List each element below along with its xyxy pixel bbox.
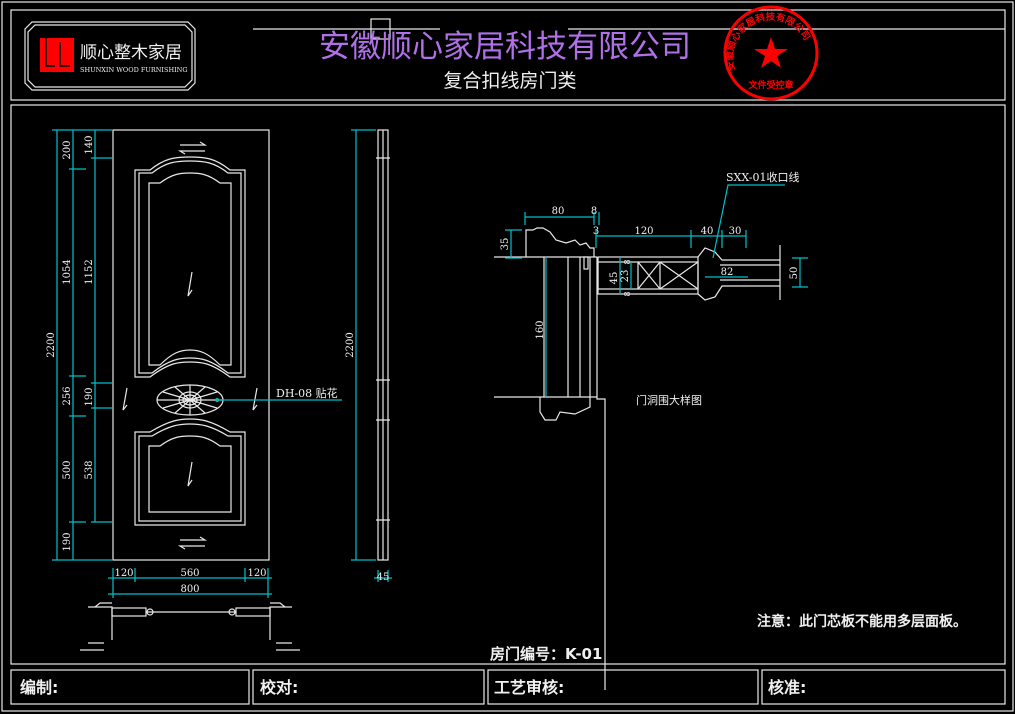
- drawing-frame: [10, 104, 1006, 665]
- svg-text:30: 30: [729, 226, 742, 237]
- applique-label: DH-08 贴花: [276, 386, 338, 400]
- detail-caption: 门洞围大样图: [636, 393, 702, 407]
- left-dimensions: 2200 200 1054 256 500 190 140 1152 190 5…: [46, 129, 112, 561]
- drawing-subtitle: 复合扣线房门类: [443, 70, 576, 92]
- footer-prepared-by: 编制:: [20, 678, 58, 697]
- svg-text:2200: 2200: [345, 332, 356, 357]
- footer-approved-by: 核准:: [768, 678, 806, 697]
- svg-text:文件受控章: 文件受控章: [747, 79, 793, 91]
- svg-text:80: 80: [552, 206, 565, 217]
- header-frame: [10, 9, 1006, 101]
- svg-text:1152: 1152: [84, 259, 95, 284]
- trim-leader: [712, 184, 785, 259]
- svg-text:160: 160: [535, 320, 546, 339]
- svg-text:500: 500: [62, 460, 73, 479]
- svg-text:8: 8: [623, 291, 632, 296]
- company-stamp: 安徽顺心家居科技有限公司 文件受控章: [723, 5, 819, 101]
- star-icon: [754, 37, 788, 68]
- svg-text:8: 8: [623, 259, 632, 264]
- svg-text:50: 50: [789, 267, 800, 280]
- svg-text:560: 560: [180, 568, 199, 579]
- svg-text:120: 120: [114, 568, 133, 579]
- svg-text:40: 40: [701, 226, 714, 237]
- svg-text:120: 120: [634, 226, 653, 237]
- svg-text:8: 8: [591, 206, 597, 217]
- svg-text:45: 45: [609, 272, 620, 285]
- rosette-applique: [156, 384, 224, 416]
- warning-note: 注意：此门芯板不能用多层面板。: [757, 613, 967, 630]
- svg-text:35: 35: [500, 238, 511, 251]
- svg-text:140: 140: [84, 135, 95, 154]
- frame-detail: 160 80 8 3 120 40 30 35 45 23 8 8 82 50 …: [494, 170, 808, 690]
- door-side-view: 2200 45: [345, 129, 392, 583]
- svg-text:1054: 1054: [62, 259, 73, 284]
- door-plan-section: [80, 602, 300, 651]
- svg-text:120: 120: [247, 568, 266, 579]
- svg-text:23: 23: [620, 270, 631, 283]
- logo-mark: [40, 38, 74, 72]
- door-front-view: [112, 129, 270, 561]
- svg-text:256: 256: [62, 386, 73, 405]
- svg-text:190: 190: [84, 387, 95, 406]
- footer-process-review: 工艺审核:: [494, 678, 564, 697]
- svg-text:800: 800: [180, 584, 199, 595]
- svg-text:190: 190: [62, 532, 73, 551]
- bottom-dimensions: 120 560 120 800: [108, 568, 272, 598]
- company-logo: 顺心整木家居 SHUNXIN WOOD FURNISHING: [24, 21, 196, 91]
- door-number: 房门编号：K-01: [490, 645, 602, 663]
- svg-text:45: 45: [377, 572, 390, 583]
- svg-text:3: 3: [593, 226, 599, 237]
- trim-label: SXX-01收口线: [726, 170, 800, 184]
- svg-text:538: 538: [84, 460, 95, 479]
- logo-text-cn: 顺心整木家居: [80, 43, 182, 63]
- logo-text-en: SHUNXIN WOOD FURNISHING: [80, 66, 188, 74]
- svg-text:82: 82: [721, 267, 734, 278]
- svg-text:2200: 2200: [46, 332, 57, 357]
- svg-text:200: 200: [62, 140, 73, 159]
- company-title: 安徽顺心家居科技有限公司: [319, 29, 691, 65]
- signature-footer: 编制: 校对: 工艺审核: 核准:: [10, 669, 1006, 705]
- footer-checked-by: 校对:: [260, 678, 298, 697]
